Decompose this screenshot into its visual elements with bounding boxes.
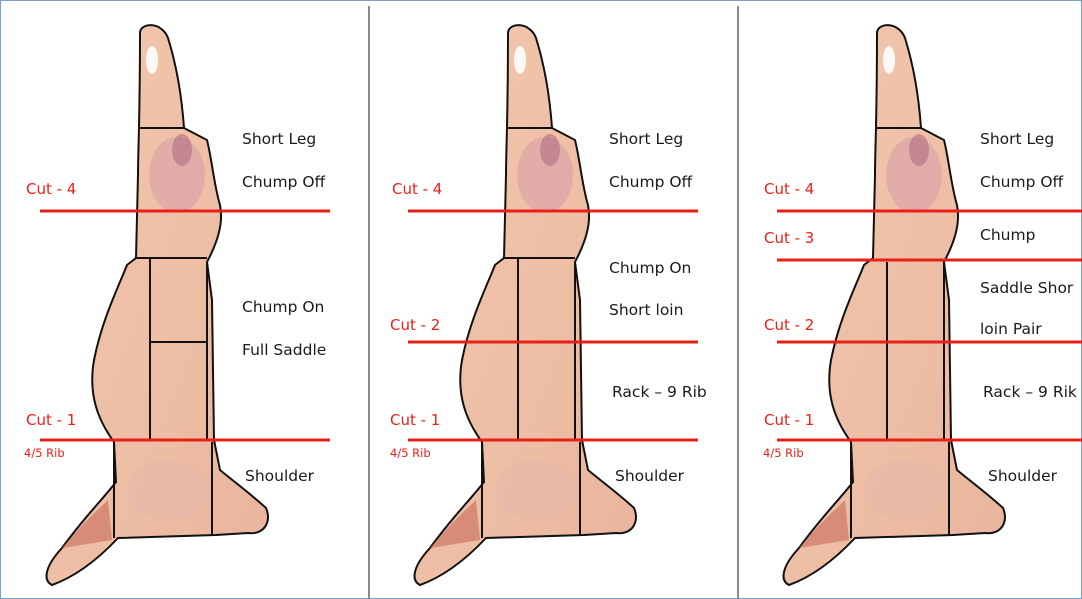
label-chump-off: Chump Off (980, 173, 1064, 191)
label-rack-9-rib: Rack – 9 Rik (983, 383, 1077, 401)
cut-label-2: Cut - 2 (390, 316, 440, 334)
label-chump-off: Chump Off (609, 173, 693, 191)
carcass-shape (415, 25, 636, 585)
label-short-leg: Short Leg (980, 130, 1054, 148)
label-full-saddle: Full Saddle (242, 341, 326, 359)
label-shoulder: Shoulder (988, 467, 1058, 485)
cut-label-3: Cut - 3 (764, 229, 814, 247)
cut-label-1: Cut - 1 (764, 411, 814, 429)
cut-label-4: Cut - 4 (764, 180, 814, 198)
cut-label-1: Cut - 1 (390, 411, 440, 429)
carcass-diagram-1: Short Leg Chump Off Chump On Full Saddle… (2, 0, 368, 599)
cut-label-4: Cut - 4 (392, 180, 442, 198)
label-short-leg: Short Leg (242, 130, 316, 148)
label-chump-on: Chump On (242, 298, 324, 316)
label-shoulder: Shoulder (245, 467, 315, 485)
carcass-shape (47, 25, 268, 585)
panel-2: Short Leg Chump Off Chump On Short loin … (370, 0, 737, 599)
label-loin-pair: loin Pair (980, 320, 1042, 338)
label-short-loin: Short loin (609, 301, 683, 319)
label-rack-9-rib: Rack – 9 Rib (612, 383, 707, 401)
rib-label: 4/5 Rib (24, 446, 65, 460)
label-short-leg: Short Leg (609, 130, 683, 148)
label-shoulder: Shoulder (615, 467, 685, 485)
carcass-diagram-3: Short Leg Chump Off Chump Saddle Shor lo… (739, 0, 1082, 599)
label-chump-off: Chump Off (242, 173, 326, 191)
cut-label-1: Cut - 1 (26, 411, 76, 429)
panel-1: Short Leg Chump Off Chump On Full Saddle… (2, 0, 368, 599)
panel-3: Short Leg Chump Off Chump Saddle Shor lo… (739, 0, 1082, 599)
carcass-shape (784, 25, 1005, 585)
label-chump: Chump (980, 226, 1035, 244)
cut-label-2: Cut - 2 (764, 316, 814, 334)
label-chump-on: Chump On (609, 259, 691, 277)
rib-label: 4/5 Rib (763, 446, 804, 460)
carcass-diagram-2: Short Leg Chump Off Chump On Short loin … (370, 0, 737, 599)
cut-label-4: Cut - 4 (26, 180, 76, 198)
label-saddle-short: Saddle Shor (980, 279, 1074, 297)
rib-label: 4/5 Rib (390, 446, 431, 460)
